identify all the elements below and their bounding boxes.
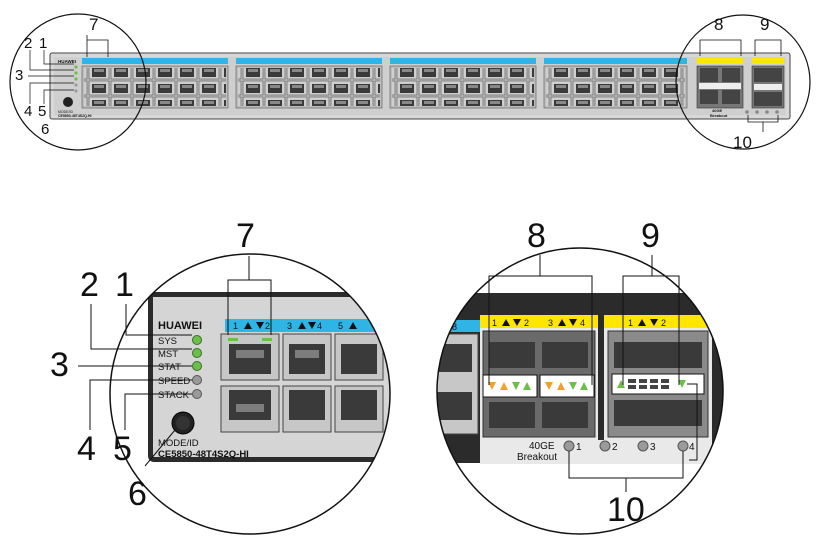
qsfp-label-3: 3 xyxy=(548,318,553,328)
top-callout-5: 5 xyxy=(38,103,46,120)
sfp-label-1: 1 xyxy=(628,318,633,328)
left-callouts: 7 2 1 3 4 5 6 xyxy=(50,217,272,513)
sfp-label-2: 2 xyxy=(661,318,666,328)
top-callout-4: 4 xyxy=(24,103,32,120)
port-label-4: 4 xyxy=(317,321,322,331)
callout-10: 10 xyxy=(607,491,645,529)
full-front-panel: HUAWEI MODE/ID CE5850-48T4S2Q-HI 40GE Br… xyxy=(9,13,811,151)
breakout-num-4: 4 xyxy=(689,442,695,453)
top-callout-2: 2 xyxy=(24,35,32,52)
indicator-stat: STAT xyxy=(158,362,181,373)
breakout-num-3: 3 xyxy=(650,442,656,453)
top-callout-9: 9 xyxy=(760,15,769,34)
model-label: CE5850-48T4S2Q-HI xyxy=(158,449,249,460)
callout-2: 2 xyxy=(80,266,99,304)
svg-text:40GE: 40GE xyxy=(712,108,723,113)
top-callout-10: 10 xyxy=(733,133,752,152)
left-zoom: 1 2 3 4 5 HUAWEI SYS MST STAT SPEED STAC… xyxy=(109,253,391,535)
right-zoom: 48 1 2 3 4 xyxy=(436,247,724,535)
sys-led xyxy=(192,335,202,345)
callout-6: 6 xyxy=(128,475,147,513)
qsfp-label-1: 1 xyxy=(492,318,497,328)
indicator-sys: SYS xyxy=(158,336,177,347)
indicator-stack: STACK xyxy=(158,390,190,401)
right-callouts: 8 9 10 xyxy=(488,217,684,529)
port-label-5: 5 xyxy=(338,321,343,331)
brand-label: HUAWEI xyxy=(158,320,202,332)
breakout-led-4 xyxy=(677,440,689,452)
indicator-speed: SPEED xyxy=(158,376,190,387)
port-label-3: 3 xyxy=(287,321,292,331)
callout-5: 5 xyxy=(113,430,132,468)
breakout-num-1: 1 xyxy=(576,442,582,453)
indicator-mst: MST xyxy=(158,349,178,360)
top-callout-3: 3 xyxy=(15,67,23,84)
mst-led xyxy=(192,348,202,358)
svg-text:Breakout: Breakout xyxy=(710,113,728,118)
port-label-1: 1 xyxy=(233,321,238,331)
breakout-led-1 xyxy=(563,440,575,452)
top-callout-7: 7 xyxy=(89,15,98,34)
svg-text:HUAWEI: HUAWEI xyxy=(58,59,76,64)
callout-4: 4 xyxy=(77,430,96,468)
callout-3: 3 xyxy=(50,346,69,384)
top-callout-6: 6 xyxy=(41,121,49,138)
callout-8: 8 xyxy=(527,217,546,255)
breakout-num-2: 2 xyxy=(612,442,618,453)
breakout-label-line1: 40GE xyxy=(529,441,555,452)
svg-text:CE5850-48T4S2Q-HI: CE5850-48T4S2Q-HI xyxy=(58,114,91,118)
speed-led xyxy=(192,375,202,385)
top-callout-1: 1 xyxy=(39,35,47,52)
top-callout-8: 8 xyxy=(714,15,723,34)
svg-text:MODE/ID: MODE/ID xyxy=(58,110,73,114)
callout-7: 7 xyxy=(236,217,255,255)
breakout-label-line2: Breakout xyxy=(517,452,557,463)
stat-led xyxy=(192,361,202,371)
port-label-2: 2 xyxy=(265,321,270,331)
top-callouts: 7 2 1 3 4 5 6 8 9 10 xyxy=(15,15,782,152)
breakout-led-2 xyxy=(599,440,611,452)
qsfp-label-4: 4 xyxy=(580,318,585,328)
stack-led xyxy=(192,389,202,399)
mode-id-label: MODE/ID xyxy=(158,438,199,449)
rj45-ports-zoom xyxy=(220,333,384,433)
qsfp-label-2: 2 xyxy=(524,318,529,328)
breakout-led-3 xyxy=(637,440,649,452)
callout-1: 1 xyxy=(115,266,134,304)
callout-9: 9 xyxy=(641,217,660,255)
